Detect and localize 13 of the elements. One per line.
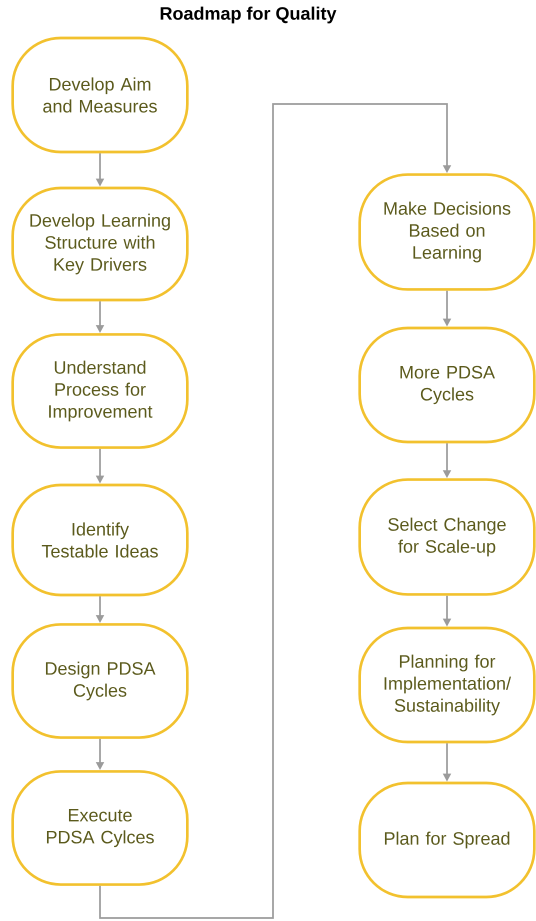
process-box: More PDSA Cycles xyxy=(358,326,536,444)
process-box: Plan for Spread xyxy=(358,782,536,898)
process-box: Execute PDSA Cylces xyxy=(11,770,189,886)
arrow xyxy=(99,103,452,919)
process-box: Develop Learning Structure with Key Drivers xyxy=(11,186,189,302)
process-box: Planning for Implementation/ Sustainability xyxy=(358,626,536,744)
process-box: Design PDSA Cycles xyxy=(11,623,189,739)
process-box: Develop Aim and Measures xyxy=(11,36,189,154)
title: Roadmap for Quality xyxy=(160,6,336,24)
process-box: Identify Testable Ideas xyxy=(11,484,189,596)
process-box: Select Change for Scale-up xyxy=(358,478,536,596)
process-box: Make Decisions Based on Learning xyxy=(358,173,536,291)
process-box: Understand Process for Improvement xyxy=(11,333,189,449)
